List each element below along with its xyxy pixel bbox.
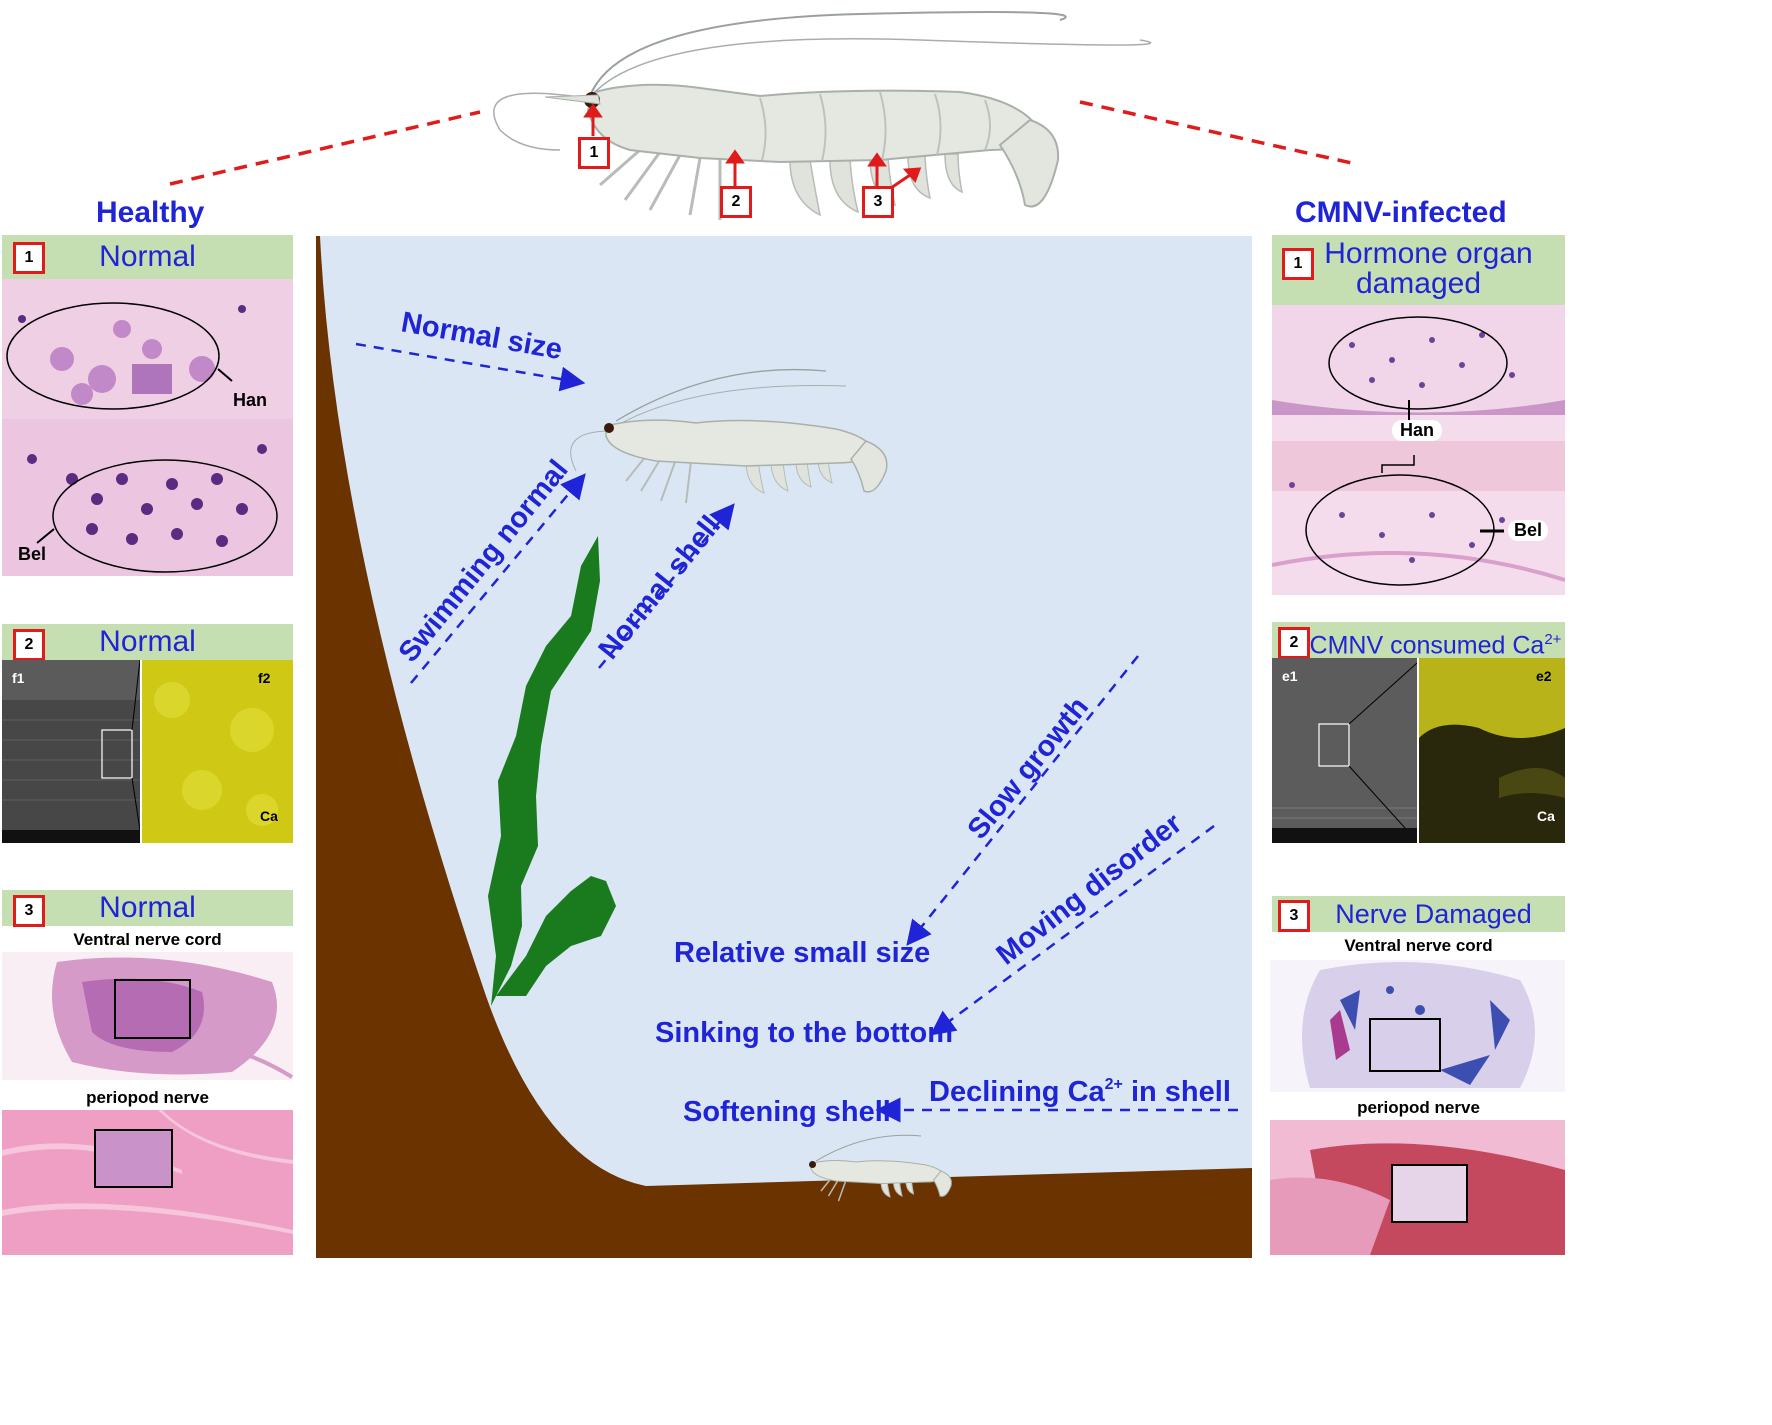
arrow-slow-growth	[906, 655, 1139, 946]
left-periopod-image	[2, 1110, 293, 1255]
label-softening-shell: Softening shell	[683, 1096, 891, 1128]
right-periopod-caption: periopod nerve	[1357, 1098, 1480, 1117]
right-panel-1-badge: 1	[1282, 248, 1314, 280]
right-panel-1-title: Hormone organ damaged	[1272, 235, 1565, 305]
left-connector-line	[169, 110, 481, 186]
arrow-swimming-normal	[410, 473, 586, 684]
infected-shrimp	[809, 1134, 952, 1202]
right-sem-label-e2: e2	[1536, 668, 1552, 684]
label-declining-ca-post: in shell	[1123, 1076, 1231, 1108]
label-relative-small-size: Relative small size	[674, 937, 930, 969]
left-panel-3-title: Normal	[2, 890, 293, 926]
right-connector-line	[1079, 100, 1357, 166]
right-panel-1-title-line1: Hormone organ	[1324, 237, 1533, 270]
label-sinking: Sinking to the bottom	[655, 1017, 953, 1049]
right-panel-1-title-line2: damaged	[1355, 267, 1482, 300]
left-ventral-nerve-caption: Ventral nerve cord	[73, 930, 222, 949]
left-periopod-caption: periopod nerve	[86, 1088, 209, 1107]
left-panel-3-badge: 3	[13, 895, 45, 927]
marker-3-badge: 3	[862, 186, 894, 218]
label-declining-ca-sup: 2+	[1105, 1076, 1123, 1093]
right-sem-label-e1: e1	[1282, 668, 1298, 684]
marker-2-badge: 2	[720, 186, 752, 218]
center-scene: Normal size Swimming normal Normal shell…	[316, 236, 1252, 1258]
healthy-heading: Healthy	[96, 196, 205, 229]
left-han-label: Han	[233, 390, 268, 410]
top-shrimp-illustration	[169, 11, 1357, 220]
seaweed-main	[488, 536, 600, 1006]
infected-heading: CMNV-infected	[1295, 196, 1507, 229]
right-panel-3-badge: 3	[1278, 900, 1310, 932]
left-sem-label-f1: f1	[12, 670, 25, 686]
right-ventral-nerve-image	[1270, 960, 1565, 1092]
left-panel-1-title: Normal	[2, 235, 293, 279]
right-panel-3-title: Nerve Damaged	[1272, 896, 1565, 932]
left-ventral-nerve-image	[2, 952, 293, 1080]
right-panel-2-title: CMNV consumed Ca2+	[1272, 622, 1565, 660]
right-periopod-image	[1270, 1120, 1565, 1255]
left-sem-image	[2, 660, 140, 843]
right-panel-2-title-main: CMNV consumed Ca	[1309, 631, 1545, 660]
right-ca-map-image	[1419, 658, 1565, 843]
arrow-moving-disorder	[929, 824, 1215, 1036]
right-sem-image	[1272, 658, 1417, 843]
seabed-soil	[316, 236, 1252, 1258]
arrow-normal-size	[355, 342, 586, 392]
left-bel-label: Bel	[18, 544, 47, 564]
right-han-label: Han	[1392, 420, 1443, 441]
right-histology-image-1	[1272, 305, 1565, 595]
right-bel-label: Bel	[1508, 520, 1549, 541]
right-ca-label: Ca	[1537, 808, 1555, 824]
right-panel-2-title-sup: 2+	[1544, 631, 1562, 648]
arrow-normal-shell	[598, 503, 735, 669]
left-ca-map-image	[142, 660, 293, 843]
right-ventral-nerve-caption: Ventral nerve cord	[1344, 936, 1493, 955]
seaweed-branch	[496, 876, 616, 996]
left-ca-label: Ca	[260, 808, 278, 824]
label-declining-ca: Declining Ca2+ in shell	[929, 1076, 1231, 1108]
left-panel-2-title: Normal	[2, 624, 293, 660]
healthy-shrimp	[570, 368, 888, 504]
right-panel-2-badge: 2	[1278, 627, 1310, 659]
left-panel-2-badge: 2	[13, 629, 45, 661]
label-declining-ca-pre: Declining Ca	[929, 1076, 1106, 1108]
left-sem-label-f2: f2	[258, 670, 271, 686]
left-histology-image-1	[2, 279, 293, 576]
marker-1-badge: 1	[578, 137, 610, 169]
left-panel-1-badge: 1	[13, 242, 45, 274]
